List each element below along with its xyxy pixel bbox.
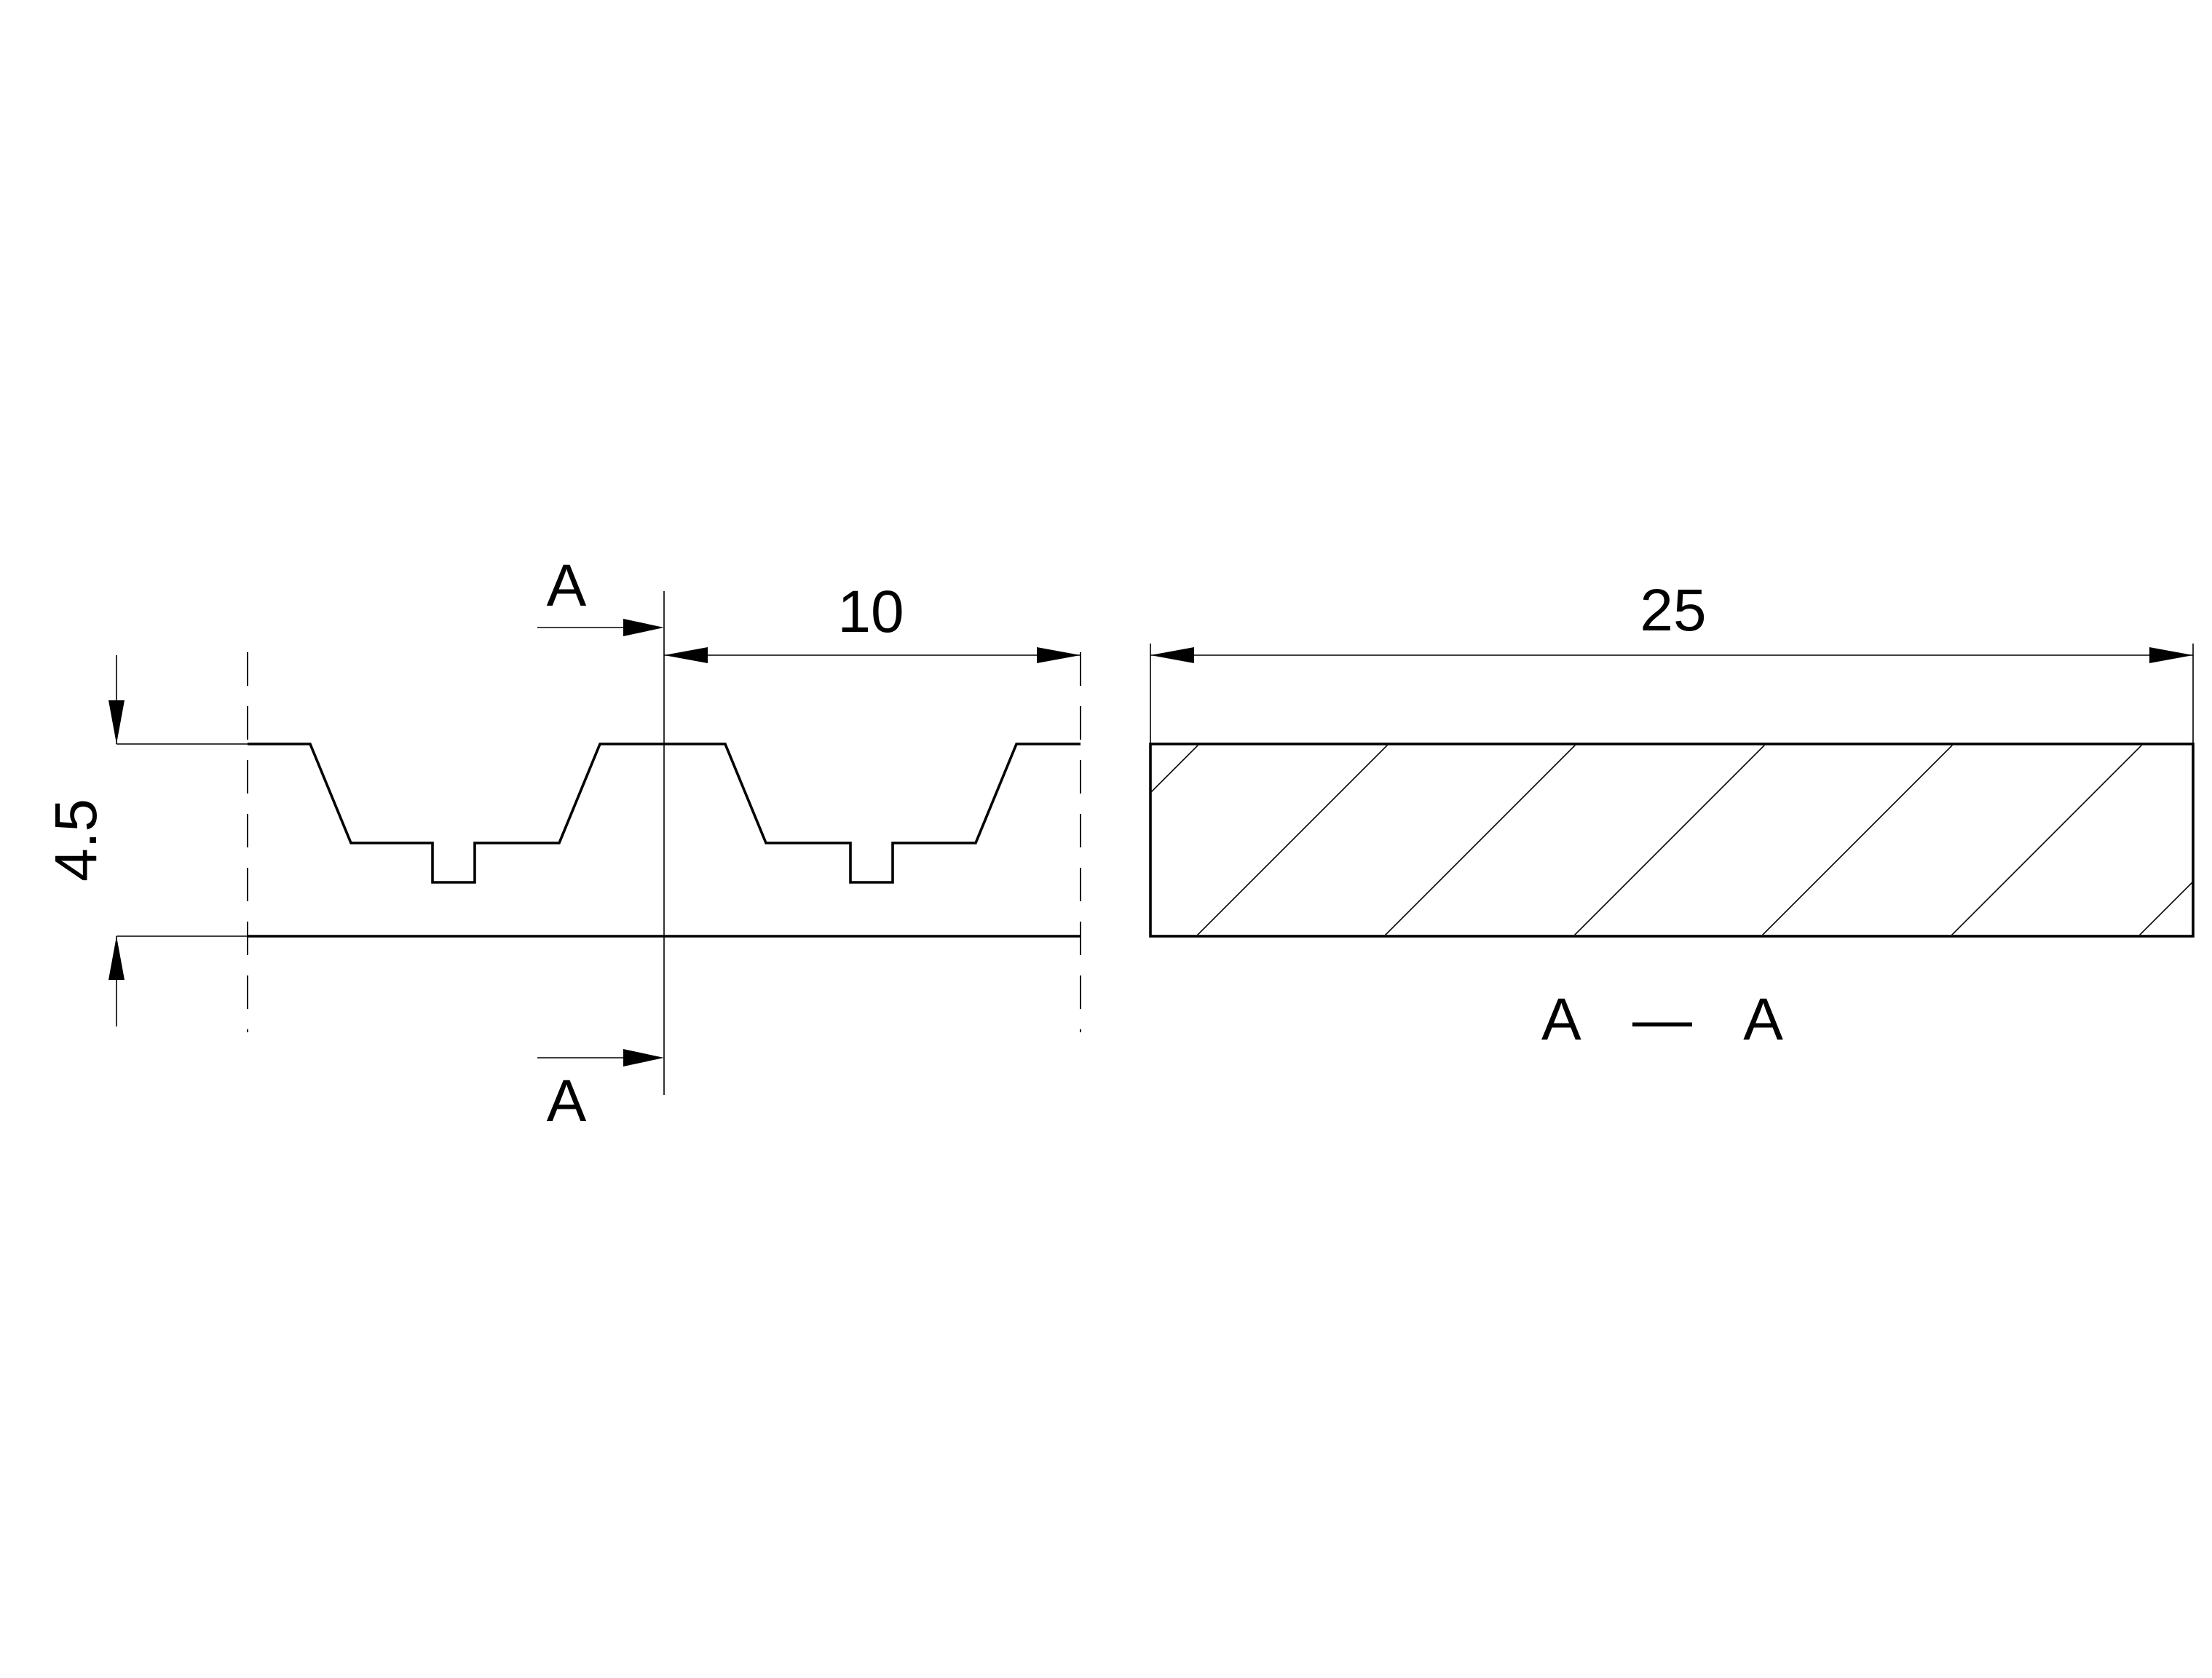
width-arrow-left: [1150, 647, 1194, 663]
width-dimension-label: 25: [1640, 577, 1706, 644]
section-arrow-top-head: [623, 619, 664, 636]
belt-profile-outline: [248, 743, 1081, 884]
section-mark-top: A: [547, 553, 587, 619]
height-arrow-bottom: [108, 936, 125, 980]
height-dimension-label: 4.5: [43, 799, 109, 882]
section-hatching: [1150, 745, 2193, 935]
pitch-arrow-left: [664, 647, 708, 663]
section-outline: [1149, 743, 2195, 938]
width-arrow-right: [2149, 647, 2193, 663]
height-arrow-top: [108, 700, 125, 744]
pitch-dimension-label: 10: [837, 579, 904, 645]
section-mark-bottom: A: [547, 1068, 587, 1134]
front-view: A A 10 4.5: [43, 553, 1081, 1134]
section-title: A — A: [1541, 986, 1802, 1053]
pitch-arrow-right: [1037, 647, 1081, 663]
section-arrow-bottom-head: [623, 1049, 664, 1066]
section-view: 25 A — A: [1149, 577, 2195, 1053]
